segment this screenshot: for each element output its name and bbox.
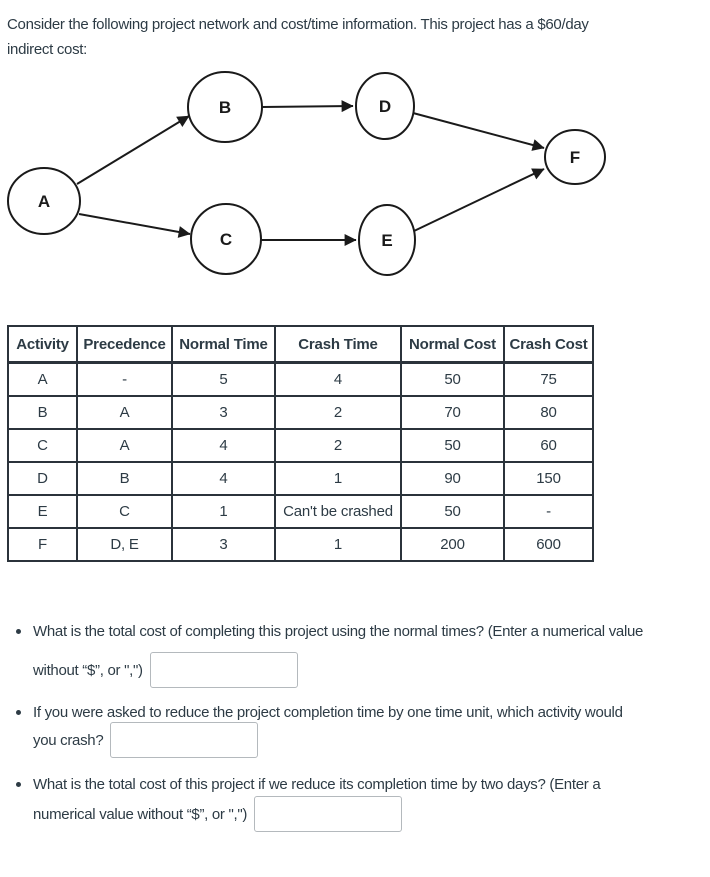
bullet-icon (16, 629, 21, 634)
node-A (7, 167, 81, 235)
edge-D-F (412, 112, 545, 151)
node-E (358, 204, 416, 276)
table-cell: 50 (400, 428, 505, 463)
table-cell: 2 (274, 395, 402, 430)
node-label-A: A (38, 192, 50, 211)
table-cell: 600 (503, 527, 594, 562)
edge-B-D (261, 100, 354, 113)
table-cell: A (76, 395, 173, 430)
network-edges (76, 100, 545, 246)
table-cell: 1 (274, 527, 402, 562)
table-cell: 4 (171, 428, 276, 463)
table-cell: 3 (171, 395, 276, 430)
column-header: Normal Time (171, 325, 276, 364)
table-cell: D (7, 461, 78, 496)
table-cell: 1 (171, 494, 276, 529)
question-1-text: What is the total cost of completing thi… (33, 623, 644, 640)
table-cell: 150 (503, 461, 594, 496)
answer-input-normal-total-cost[interactable] (149, 652, 298, 688)
node-label-D: D (379, 97, 391, 116)
intro-line-1: Consider the following project network a… (7, 16, 589, 33)
column-header: Crash Cost (503, 325, 594, 364)
table-cell: 4 (171, 461, 276, 496)
question-3-text: What is the total cost of this project i… (33, 776, 601, 793)
table-cell: 3 (171, 527, 276, 562)
table-cell: Can't be crashed (274, 494, 402, 529)
table-cell: 2 (274, 428, 402, 463)
intro-line-2: indirect cost: (7, 41, 87, 58)
table-cell: 200 (400, 527, 505, 562)
bullet-icon (16, 782, 21, 787)
table-cell: 70 (400, 395, 505, 430)
table-cell: 75 (503, 361, 594, 397)
table-cell: - (503, 494, 594, 529)
question-2-text-cont: you crash? (33, 731, 104, 749)
table-cell: E (7, 494, 78, 529)
node-C (190, 203, 262, 275)
node-D (355, 72, 415, 140)
column-header: Crash Time (274, 325, 402, 364)
column-header: Activity (7, 325, 78, 364)
answer-input-reduced-total-cost[interactable] (254, 796, 403, 832)
node-F (544, 129, 606, 185)
edge-E-F (413, 168, 545, 232)
table-cell: A (76, 428, 173, 463)
table-cell: 60 (503, 428, 594, 463)
node-label-C: C (220, 230, 232, 249)
table-cell: 50 (400, 361, 505, 397)
table-cell: C (76, 494, 173, 529)
question-intro: Consider the following project network a… (7, 12, 589, 62)
table-cell: A (7, 361, 78, 397)
table-cell: F (7, 527, 78, 562)
edge-A-C (78, 213, 191, 238)
table-cell: C (7, 428, 78, 463)
table-cell: 5 (171, 361, 276, 397)
question-3-text-cont: numerical value without “$”, or ",") (33, 805, 248, 823)
table-cell: D, E (76, 527, 173, 562)
question-2-text: If you were asked to reduce the project … (33, 704, 623, 721)
node-B (187, 71, 263, 143)
table-cell: - (76, 361, 173, 397)
node-label-B: B (219, 98, 231, 117)
node-label-E: E (381, 231, 392, 250)
table-cell: 80 (503, 395, 594, 430)
network-nodes: A B C D E F (7, 71, 606, 276)
node-label-F: F (570, 148, 580, 167)
column-header: Normal Cost (400, 325, 505, 364)
table-cell: 90 (400, 461, 505, 496)
bullet-icon (16, 710, 21, 715)
column-header: Precedence (76, 325, 173, 364)
edge-A-B (76, 115, 190, 185)
table-cell: B (7, 395, 78, 430)
table-cell: 1 (274, 461, 402, 496)
answer-input-activity-to-crash[interactable] (110, 722, 259, 758)
table-cell: B (76, 461, 173, 496)
table-cell: 4 (274, 361, 402, 397)
table-cell: 50 (400, 494, 505, 529)
question-1-text-cont: without “$”, or ",") (33, 661, 143, 679)
